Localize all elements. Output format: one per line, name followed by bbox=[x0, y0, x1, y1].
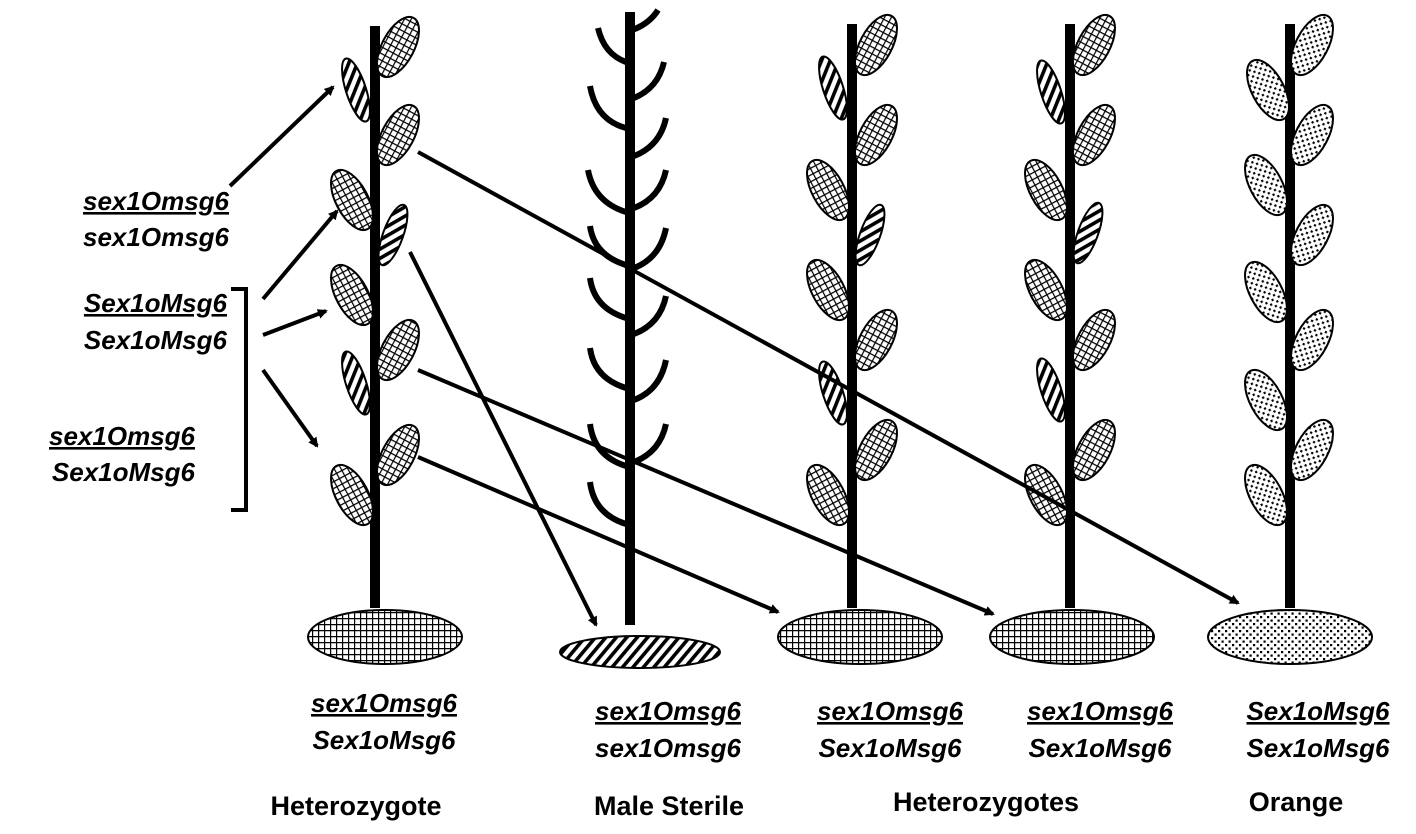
arrow-left-to-plant1-top bbox=[230, 87, 333, 186]
label-male-sterile: Male Sterile bbox=[594, 791, 744, 821]
plant-2-genotype: sex1Omsg6 sex1Omsg6 bbox=[595, 696, 742, 763]
plant-3-leaf bbox=[813, 359, 852, 428]
left-genotype-2-bottom: Sex1oMsg6 bbox=[84, 325, 228, 355]
left-genotype-1-bottom: sex1Omsg6 bbox=[83, 222, 230, 252]
plant-3-genotype-top: sex1Omsg6 bbox=[817, 696, 964, 726]
plant-1-leaf bbox=[336, 56, 375, 125]
plant-4-genotype-top: sex1Omsg6 bbox=[1027, 696, 1174, 726]
plant-2-branch bbox=[590, 348, 626, 388]
plant-2-branch bbox=[598, 28, 626, 62]
plant-4-genotype: sex1Omsg6 Sex1oMsg6 bbox=[1027, 696, 1174, 763]
plant-heterozygote-b bbox=[990, 8, 1154, 664]
plant-2-branch bbox=[588, 170, 626, 212]
genotype-bracket bbox=[231, 289, 246, 510]
plant-2-branch bbox=[634, 62, 664, 98]
plant-3-leaf bbox=[813, 54, 852, 123]
label-heterozygote: Heterozygote bbox=[270, 791, 441, 821]
plant-3-root bbox=[778, 610, 942, 664]
plant-2-genotype-top: sex1Omsg6 bbox=[595, 696, 742, 726]
label-orange: Orange bbox=[1249, 787, 1344, 817]
plant-1-root bbox=[308, 610, 462, 664]
plant-1-genotype: sex1Omsg6 Sex1oMsg6 bbox=[311, 688, 458, 755]
plant-5-genotype-bottom: Sex1oMsg6 bbox=[1246, 733, 1390, 763]
plant-2-branch bbox=[590, 482, 626, 524]
plant-heterozygote bbox=[308, 10, 462, 664]
plant-orange bbox=[1208, 8, 1372, 664]
left-genotype-3-bottom: Sex1oMsg6 bbox=[52, 457, 196, 487]
plant-4-root bbox=[990, 610, 1154, 664]
plant-1-leaf bbox=[336, 349, 375, 418]
plant-1-genotype-top: sex1Omsg6 bbox=[311, 688, 458, 718]
plant-2-branch bbox=[634, 360, 666, 400]
plant-2-branch bbox=[634, 424, 666, 462]
plant-3-genotype: sex1Omsg6 Sex1oMsg6 bbox=[817, 696, 964, 763]
plant-2-branch bbox=[590, 226, 626, 265]
arrow-plant1-to-male-sterile bbox=[410, 252, 596, 625]
plant-2-root bbox=[560, 636, 720, 668]
label-heterozygotes: Heterozygotes bbox=[893, 787, 1079, 817]
arrow-bracket-to-plant1-leaf-a bbox=[263, 211, 337, 299]
plant-2-branch bbox=[634, 170, 666, 208]
left-genotype-1-top: sex1Omsg6 bbox=[83, 186, 230, 216]
plant-4-leaf bbox=[1031, 58, 1070, 127]
left-genotype-1: sex1Omsg6 sex1Omsg6 bbox=[83, 186, 230, 252]
left-genotype-3-top: sex1Omsg6 bbox=[49, 421, 196, 451]
plant-5-genotype: Sex1oMsg6 Sex1oMsg6 bbox=[1246, 696, 1390, 763]
left-genotype-2-top: Sex1oMsg6 bbox=[84, 288, 228, 318]
plant-1-genotype-bottom: Sex1oMsg6 bbox=[312, 725, 456, 755]
arrow-bracket-to-plant1-leaf-b bbox=[263, 311, 326, 335]
plant-2-branch bbox=[634, 228, 666, 268]
arrow-plant1-to-heterozygote-a bbox=[418, 457, 778, 612]
plant-male-sterile bbox=[560, 10, 720, 668]
plant-2-branch bbox=[634, 118, 666, 156]
plant-4-leaf bbox=[1031, 356, 1070, 425]
arrow-bracket-to-plant1-leaf-c bbox=[263, 370, 317, 446]
plant-3-genotype-bottom: Sex1oMsg6 bbox=[818, 733, 962, 763]
plant-2-branch bbox=[590, 86, 626, 128]
plant-2-branch bbox=[634, 296, 666, 334]
plant-heterozygote-a bbox=[778, 8, 942, 664]
arrow-plant1-to-orange bbox=[418, 152, 1238, 603]
left-genotype-3: sex1Omsg6 Sex1oMsg6 bbox=[49, 421, 196, 487]
left-genotype-2: Sex1oMsg6 Sex1oMsg6 bbox=[84, 288, 228, 355]
plant-4-genotype-bottom: Sex1oMsg6 bbox=[1028, 733, 1172, 763]
plant-2-branch bbox=[590, 278, 626, 318]
plant-5-genotype-top: Sex1oMsg6 bbox=[1246, 696, 1390, 726]
plant-5-root bbox=[1208, 610, 1372, 664]
plant-2-genotype-bottom: sex1Omsg6 bbox=[595, 733, 742, 763]
